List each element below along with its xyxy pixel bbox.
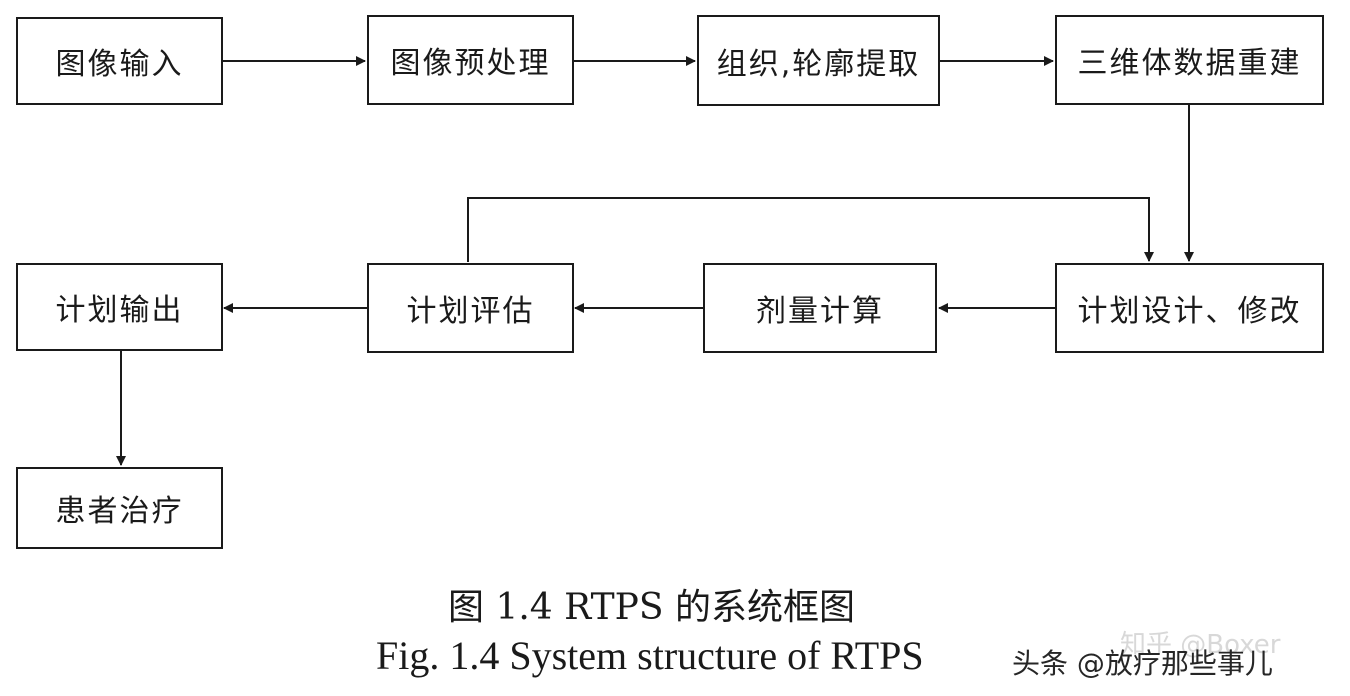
arrow-evaluation-feedback-to-design: [467, 197, 1154, 262]
node-tissue-contour-extraction: 组织,轮廓提取: [697, 15, 940, 106]
node-image-preprocess: 图像预处理: [367, 15, 574, 105]
watermark-faint: 知乎 @Boxer: [1120, 630, 1281, 660]
node-3d-reconstruction: 三维体数据重建: [1055, 15, 1324, 105]
figure-caption-english: Fig. 1.4 System structure of RTPS: [376, 633, 924, 678]
node-plan-design: 计划设计、修改: [1055, 263, 1324, 353]
node-plan-output: 计划输出: [16, 263, 223, 351]
figure-caption-chinese: 图 1.4 RTPS 的系统框图: [448, 587, 855, 628]
node-patient-treatment: 患者治疗: [16, 467, 223, 549]
watermark-source: 头条 @放疗那些事儿: [1012, 647, 1273, 680]
node-plan-evaluation: 计划评估: [367, 263, 574, 353]
node-dose-calculation: 剂量计算: [703, 263, 937, 353]
node-image-input: 图像输入: [16, 17, 223, 105]
